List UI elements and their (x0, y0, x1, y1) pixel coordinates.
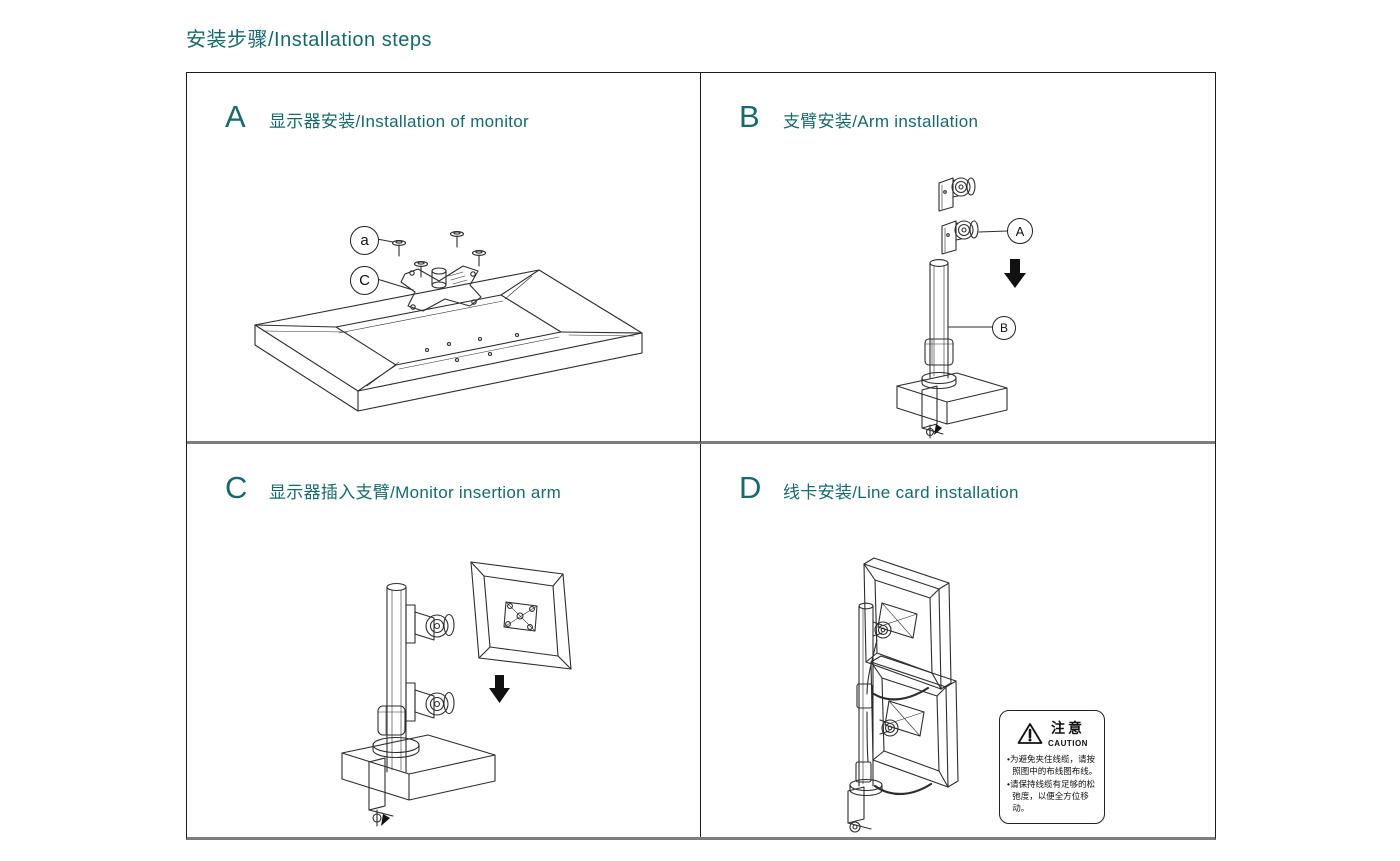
arm-bracket-upper-drawing (938, 177, 976, 212)
arm-leader-line (978, 230, 1008, 233)
screws-drawing (391, 231, 487, 278)
panel-b-title: 支臂安装/Arm installation (783, 112, 979, 131)
panel-b: B 支臂安装/Arm installation (701, 73, 1215, 444)
caution-line-2: •请保持线缆有足够的松弛度，以便全方位移动。 (1007, 778, 1095, 814)
panel-a-title: 显示器安装/Installation of monitor (269, 112, 530, 131)
pole-collar-drawing (924, 338, 954, 366)
page-title: 安装步骤/Installation steps (186, 29, 433, 51)
screw-callout: a (350, 226, 379, 255)
panel-c-title: 显示器插入支臂/Monitor insertion arm (269, 483, 562, 502)
pole-drawing (386, 582, 407, 773)
plate-callout: C (350, 266, 379, 295)
panel-c-header: C 显示器插入支臂/Monitor insertion arm (225, 472, 561, 504)
vesa-plate-drawing (400, 265, 482, 312)
panel-b-header: B 支臂安装/Arm installation (739, 101, 978, 133)
caution-label: CAUTION (1048, 739, 1088, 748)
leader-lines (376, 238, 414, 291)
down-arrow-icon (489, 675, 510, 703)
panel-b-letter: B (739, 99, 760, 134)
arm-installation-diagram (896, 177, 1026, 439)
panel-a: A 显示器安装/Installation of monitor (187, 73, 701, 444)
caution-line-1: •为避免夹住线缆，请按照图中的布线图布线。 (1007, 754, 1098, 777)
pole-collar-drawing (377, 705, 406, 736)
panel-d: D 线卡安装/Line card installation (701, 444, 1215, 837)
panel-a-letter: A (225, 99, 246, 134)
warning-triangle-icon (1017, 722, 1043, 744)
upper-monitor-drawing (863, 557, 952, 690)
panel-d-letter: D (739, 470, 762, 505)
plate-callout-label: C (359, 272, 370, 289)
arm-callout-label: A (1015, 223, 1025, 239)
pole-callout: B (992, 316, 1016, 340)
panel-d-header: D 线卡安装/Line card installation (739, 472, 1019, 504)
pole-callout-label: B (999, 321, 1008, 335)
down-arrow-icon (1004, 259, 1026, 288)
desk-clamp-drawing (847, 778, 883, 833)
screw-callout-label: a (360, 232, 369, 249)
monitor-face-down-drawing (254, 269, 643, 412)
desk-clamp-base-drawing (896, 371, 1008, 439)
panel-d-title: 线卡安装/Line card installation (783, 483, 1019, 502)
pole-drawing (929, 259, 949, 379)
caution-text: •为避免夹住线缆，请按照图中的布线图布线。 •请保持线缆有足够的松弛度，以便全方… (1007, 753, 1098, 815)
caution-title: 注意 (1050, 720, 1085, 736)
arm-callout: A (1007, 218, 1033, 244)
panel-c: C 显示器插入支臂/Monitor insertion arm (187, 444, 701, 837)
panel-c-letter: C (225, 470, 248, 505)
caution-box: 注意 CAUTION •为避免夹住线缆，请按照图中的布线图布线。 •请保持线缆有… (999, 710, 1105, 824)
panel-a-header: A 显示器安装/Installation of monitor (225, 101, 529, 133)
pole-drawing (858, 602, 874, 787)
caution-header: 注意 CAUTION (1007, 718, 1098, 748)
lower-bracket-drawing (405, 682, 455, 722)
monitor-insertion-diagram (341, 561, 572, 827)
lower-monitor-drawing (870, 655, 959, 788)
line-card-installation-diagram (847, 557, 959, 833)
upper-bracket-drawing (405, 604, 455, 644)
desk-clamp-base-drawing (341, 734, 496, 827)
installation-steps-grid: A 显示器安装/Installation of monitor (186, 72, 1216, 840)
monitor-installation-diagram (254, 231, 643, 412)
cables-drawing (855, 639, 933, 796)
arm-bracket-lower-drawing (941, 220, 979, 255)
monitor-rear-drawing (470, 561, 572, 670)
